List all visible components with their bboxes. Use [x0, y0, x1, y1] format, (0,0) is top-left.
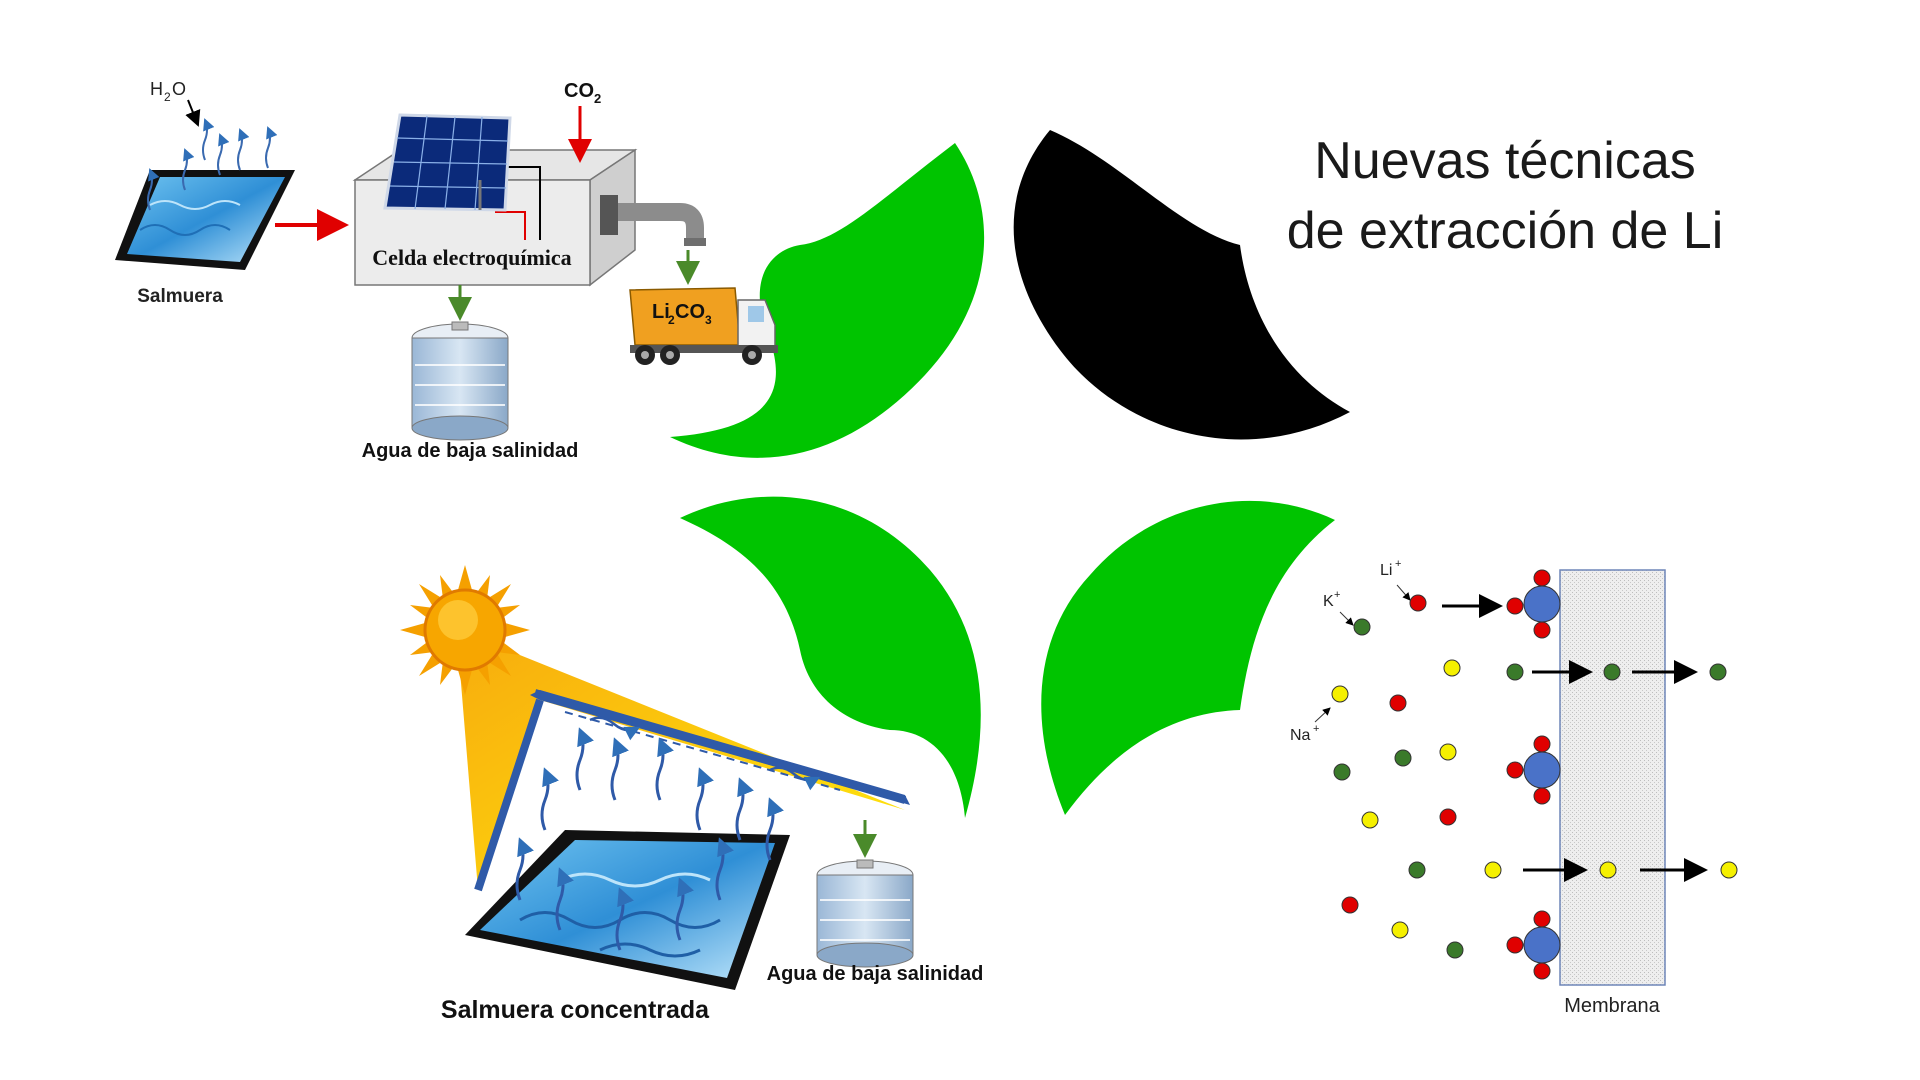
- k-ion: [1333, 763, 1351, 781]
- na-ion: [1361, 811, 1379, 829]
- li-ion: [1389, 694, 1407, 712]
- na-ion-charge: +: [1313, 723, 1319, 735]
- logo-petal-bottom-left: [680, 496, 981, 818]
- title-line-2: de extracción de Li: [1287, 202, 1724, 260]
- logo-petal-top-left: [670, 143, 985, 458]
- water-formula-sub: 2: [164, 90, 171, 104]
- na-ion: [1720, 861, 1738, 879]
- logo-petal-bottom-right: [1041, 500, 1335, 815]
- solar-panel-evaporation: Salmuera concentrada Agua de baja salini…: [400, 565, 983, 1024]
- truck-label-b: CO: [675, 301, 705, 323]
- na-ion: [1484, 861, 1502, 879]
- logo-emblem: [670, 130, 1350, 818]
- tank-label-top: Agua de baja salinidad: [362, 440, 579, 462]
- li-ion: [1409, 594, 1427, 612]
- co2-formula: CO 2: [564, 80, 601, 106]
- li-ion-charge: +: [1395, 558, 1401, 570]
- co2-formula-sub: 2: [594, 91, 601, 106]
- solar-panel: [383, 113, 512, 212]
- tank-label-bottom: Agua de baja salinidad: [767, 963, 984, 985]
- k-ion: [1408, 861, 1426, 879]
- na-ion: [1439, 743, 1457, 761]
- truck: Li 2 CO 3: [629, 287, 778, 365]
- title-line-1: Nuevas técnicas: [1314, 132, 1696, 190]
- li-ion-label: Li: [1380, 562, 1392, 579]
- sun-icon: [400, 565, 530, 695]
- water-formula-tail: O: [172, 79, 186, 99]
- na-ion: [1599, 861, 1617, 879]
- water-tank: [411, 321, 509, 441]
- k-ion-charge: +: [1334, 589, 1340, 601]
- k-ion: [1353, 618, 1371, 636]
- na-ion-label: Na: [1290, 727, 1311, 744]
- membrane: [1559, 569, 1666, 986]
- k-ion-label: K: [1323, 593, 1334, 610]
- electrochem-panel: H 2 O Salmuera Celda electroquímica: [115, 79, 778, 462]
- water-formula: H 2 O: [150, 79, 186, 104]
- water-formula-main: H: [150, 79, 163, 99]
- truck-label-sub1: 2: [668, 313, 675, 327]
- concentrated-brine-pool: [465, 830, 790, 990]
- k-ion: [1394, 749, 1412, 767]
- li-ion: [1341, 896, 1359, 914]
- solar-evaporation-arrows: [515, 727, 784, 951]
- na-ion: [1331, 685, 1349, 703]
- evaporation-arrows: [147, 118, 278, 211]
- concentrated-brine-label: Salmuera concentrada: [441, 996, 710, 1024]
- li-carrier-complex: [1506, 569, 1561, 639]
- truck-label-sub2: 3: [705, 313, 712, 327]
- k-ion: [1446, 941, 1464, 959]
- k-ion: [1603, 663, 1621, 681]
- water-pointer-arrow: [185, 99, 201, 127]
- truck-label-a: Li: [652, 301, 670, 323]
- logo-petal-top-right: [1013, 130, 1350, 440]
- k-ion: [1709, 663, 1727, 681]
- water-tank-bottom: [816, 859, 914, 968]
- brine-pool: [115, 170, 295, 270]
- membrane-panel: Membrana Li + K + Na +: [1290, 558, 1738, 1017]
- k-ion: [1506, 663, 1524, 681]
- sun-beam: [455, 610, 905, 890]
- na-ion: [1391, 921, 1409, 939]
- li-ion: [1439, 808, 1457, 826]
- li-carrier-complex: [1506, 910, 1561, 980]
- co2-formula-main: CO: [564, 80, 594, 102]
- outlet-pipe: [600, 195, 706, 246]
- li-carrier-complex: [1506, 735, 1561, 805]
- membrane-label: Membrana: [1564, 995, 1660, 1017]
- na-ion: [1443, 659, 1461, 677]
- cell-label: Celda electroquímica: [372, 245, 571, 270]
- brine-label: Salmuera: [137, 286, 223, 307]
